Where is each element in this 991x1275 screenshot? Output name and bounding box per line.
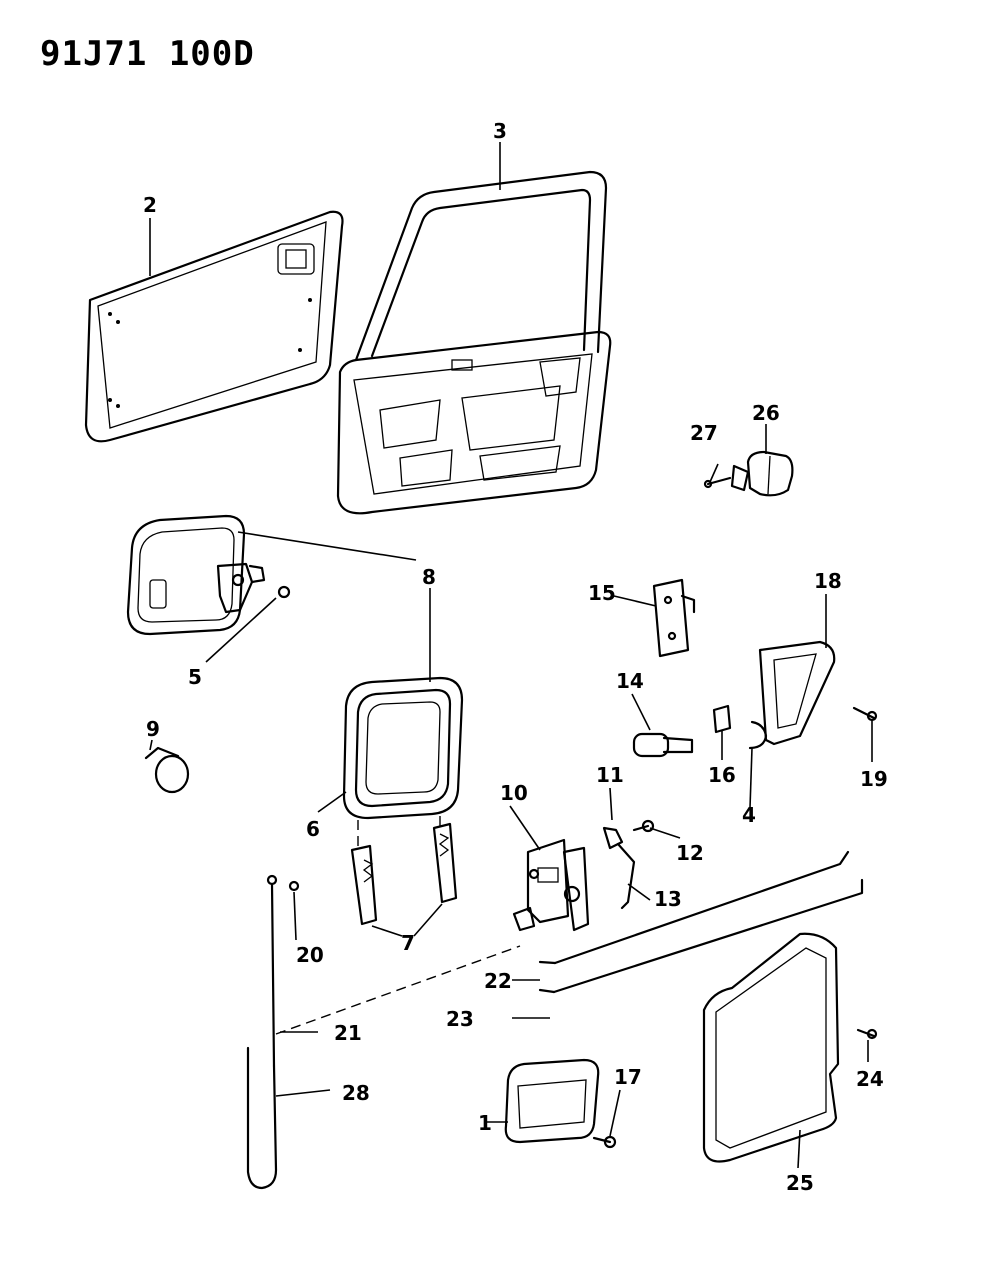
callout-7: 7 [401,931,415,955]
door-latch [512,838,590,932]
latch-linkage [602,819,655,910]
callout-4: 4 [742,803,756,827]
callout-10: 10 [500,781,528,805]
striker-bracket-assembly [632,640,878,758]
callout-12: 12 [676,841,704,865]
callout-16: 16 [708,763,736,787]
callout-14: 14 [616,669,644,693]
callout-15: 15 [588,581,616,605]
door-trim-panel [84,210,344,443]
outside-handle [126,514,291,636]
callout-1: 1 [478,1111,492,1135]
striker-plate [652,578,696,658]
callout-11: 11 [596,763,624,787]
callout-18: 18 [814,569,842,593]
callout-25: 25 [786,1171,814,1195]
callout-24: 24 [856,1067,884,1091]
inside-handle [504,1058,617,1149]
callout-27: 27 [690,421,718,445]
callout-26: 26 [752,401,780,425]
callout-17: 17 [614,1065,642,1089]
callout-8: 8 [422,565,436,589]
callout-23: 23 [446,1007,474,1031]
callout-labels: 1 2 3 4 5 6 7 8 9 10 11 12 13 14 15 16 1… [143,119,888,1195]
leader-lines [149,142,873,1169]
handle-clips [350,816,458,926]
callout-22: 22 [484,969,512,993]
callout-5: 5 [188,665,202,689]
callout-3: 3 [493,119,507,143]
callout-9: 9 [146,717,160,741]
plug-button [144,746,190,794]
handle-gasket [342,676,464,820]
callout-6: 6 [306,817,320,841]
callout-21: 21 [334,1021,362,1045]
callout-20: 20 [296,943,324,967]
callout-28: 28 [342,1081,370,1105]
door-frame-assembly [336,170,612,515]
control-rods [538,850,864,994]
lower-trim-panel [702,932,878,1163]
diagram-code: 91J71 100D [40,34,255,74]
callout-13: 13 [654,887,682,911]
lock-rod-cable [246,874,521,1190]
door-hinge [703,450,794,497]
callout-2: 2 [143,193,157,217]
callout-19: 19 [860,767,888,791]
